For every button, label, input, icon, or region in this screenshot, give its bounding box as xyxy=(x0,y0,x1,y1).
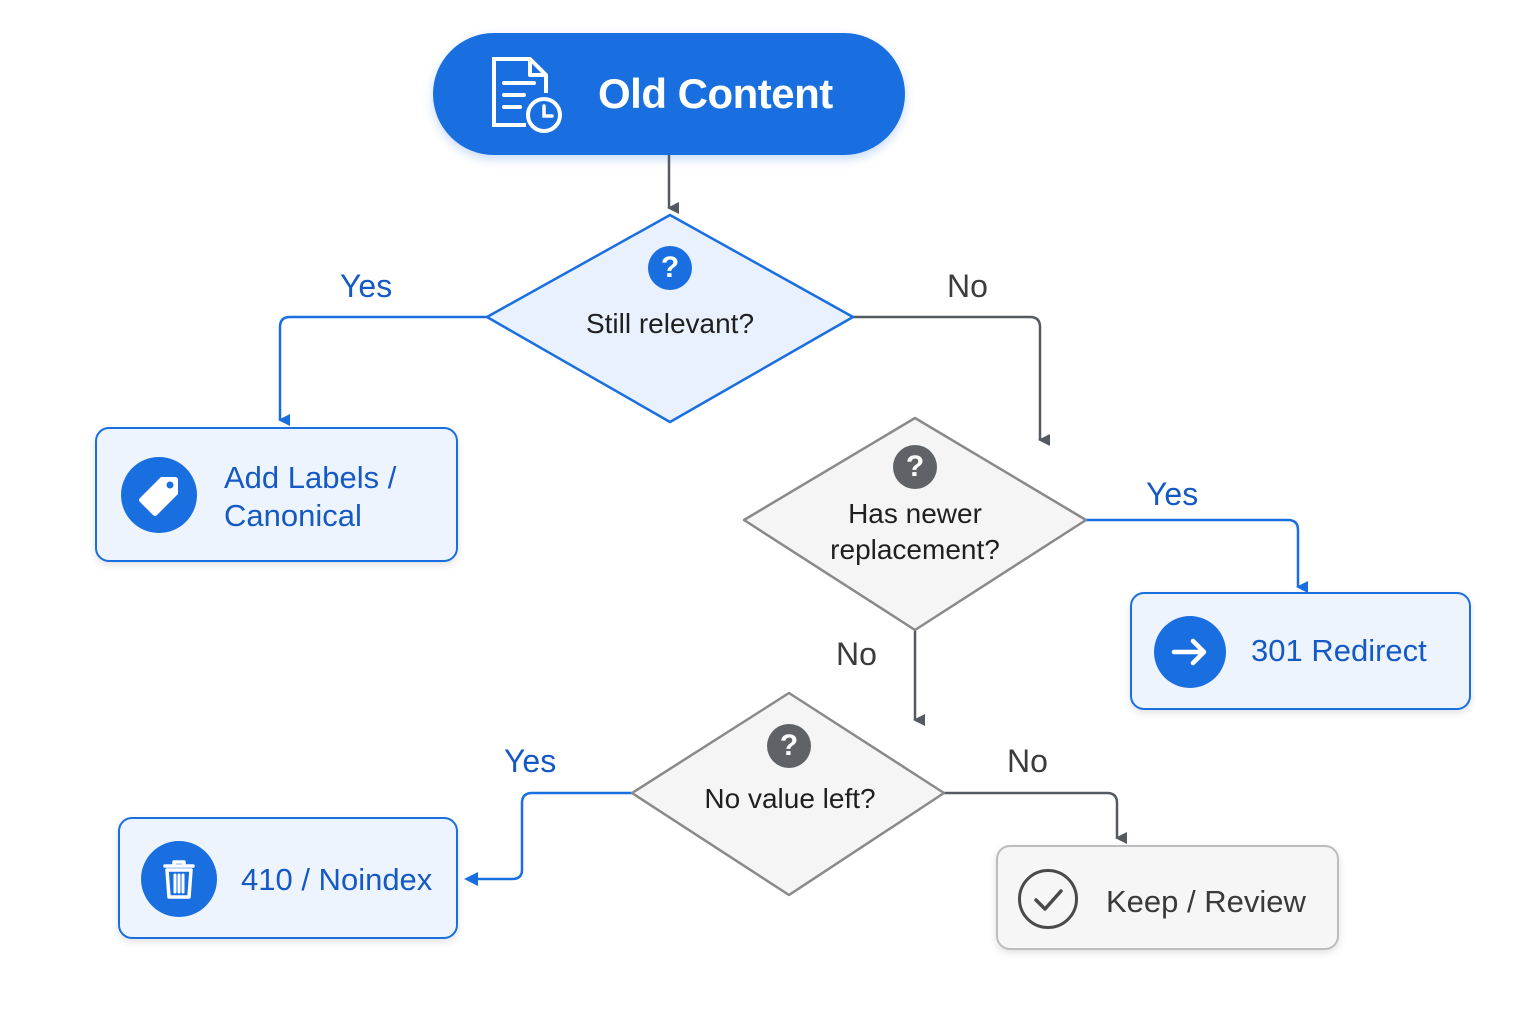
check-circle-icon xyxy=(1018,869,1078,929)
connector-relevant-yes xyxy=(278,315,487,426)
connector-value-no xyxy=(944,791,1127,844)
decision-value-text: No value left? xyxy=(704,783,876,814)
outcome-noindex-label: 410 / Noindex xyxy=(241,862,433,897)
decision-newer-line: Has newer replacement? xyxy=(830,498,1000,565)
document-clock-icon xyxy=(492,57,562,133)
decision-value-shape xyxy=(630,691,946,897)
tag-icon xyxy=(121,457,197,533)
decision-newer-text-line: Has newer xyxy=(848,498,982,529)
connector-value-yes xyxy=(470,791,632,881)
outcome-labels-line2: Canonical xyxy=(224,498,362,533)
outcome-keep-label: Keep / Review xyxy=(1106,884,1306,919)
start-node: Old Content xyxy=(433,33,905,155)
decision-relevant-text: Still relevant? xyxy=(585,308,755,339)
connector-relevant-no xyxy=(853,315,1050,446)
question-icon: ? xyxy=(893,445,937,489)
edge-label-value-no: No xyxy=(1007,743,1048,779)
outcome-labels-line1: Add Labels / xyxy=(224,460,397,495)
question-icon: ? xyxy=(767,724,811,768)
arrow-right-icon xyxy=(1154,616,1226,688)
arrowhead-value-yes xyxy=(464,872,478,886)
edge-label-value-yes: Yes xyxy=(504,743,557,779)
outcome-redirect-label: 301 Redirect xyxy=(1251,633,1427,668)
decision-relevant-shape xyxy=(485,213,855,424)
outcome-redirect: 301 Redirect xyxy=(1130,592,1471,710)
trash-icon xyxy=(141,841,217,917)
edge-label-relevant-no: No xyxy=(947,268,988,304)
outcome-keep: Keep / Review xyxy=(996,845,1339,950)
decision-newer-shape xyxy=(742,416,1088,632)
start-title: Old Content xyxy=(598,70,833,117)
outcome-labels-canonical: Add Labels / Canonical xyxy=(95,427,458,562)
question-icon: ? xyxy=(648,246,692,290)
connector-newer-yes xyxy=(1086,518,1308,593)
edge-label-relevant-yes: Yes xyxy=(340,268,393,304)
edge-label-newer-no: No xyxy=(836,636,877,672)
decision-newer-text-line: replacement? xyxy=(830,534,1000,565)
decision-newer-text: Has newer replacement? xyxy=(775,496,1055,568)
outcome-noindex: 410 / Noindex xyxy=(118,817,458,939)
edge-label-newer-yes: Yes xyxy=(1146,476,1199,512)
